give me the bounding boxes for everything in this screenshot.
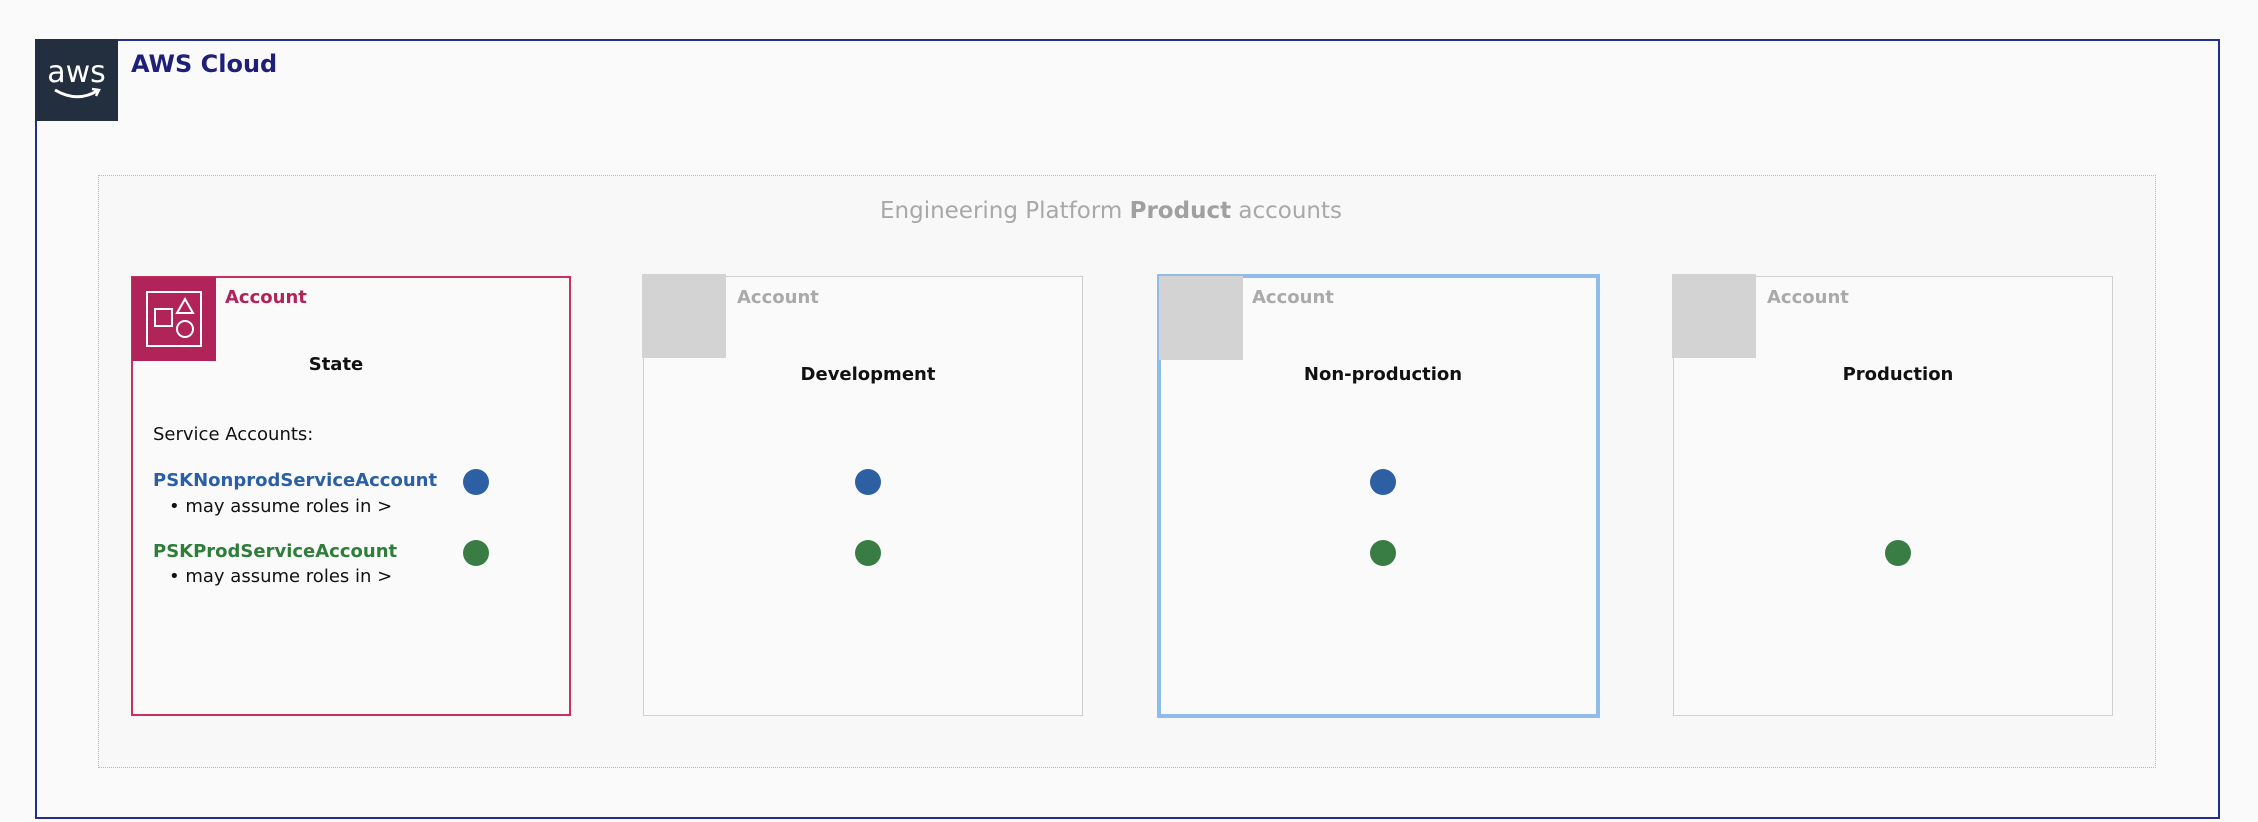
nonprod-dot xyxy=(1370,469,1396,495)
prod-dot xyxy=(463,540,489,566)
account-name-production: Production xyxy=(1842,364,1954,385)
cloud-title: AWS Cloud xyxy=(131,50,278,78)
prod-dot xyxy=(1370,540,1396,566)
account-icon xyxy=(1159,276,1243,360)
account-label: Account xyxy=(225,287,307,308)
service-note: • may assume roles in > xyxy=(169,566,393,587)
service-note: • may assume roles in > xyxy=(169,496,393,517)
account-name-development: Development xyxy=(800,364,936,385)
account-icon xyxy=(642,274,726,358)
service-account-prod: PSKProdServiceAccount xyxy=(153,541,398,562)
nonprod-dot xyxy=(855,469,881,495)
account-label: Account xyxy=(1767,287,1849,308)
nonprod-dot xyxy=(463,469,489,495)
account-label: Account xyxy=(737,287,819,308)
account-icon xyxy=(132,277,216,361)
service-accounts-heading: Service Accounts: xyxy=(153,424,314,445)
account-name-non-production: Non-production xyxy=(1303,364,1463,385)
account-icon xyxy=(1672,274,1756,358)
account-name-state: State xyxy=(308,354,364,375)
account-label: Account xyxy=(1252,287,1334,308)
aws-logo-icon: aws xyxy=(35,39,118,121)
service-account-nonprod: PSKNonprodServiceAccount xyxy=(153,470,438,491)
prod-dot xyxy=(1885,540,1911,566)
prod-dot xyxy=(855,540,881,566)
group-title: Engineering Platform Product accounts xyxy=(879,198,1343,224)
